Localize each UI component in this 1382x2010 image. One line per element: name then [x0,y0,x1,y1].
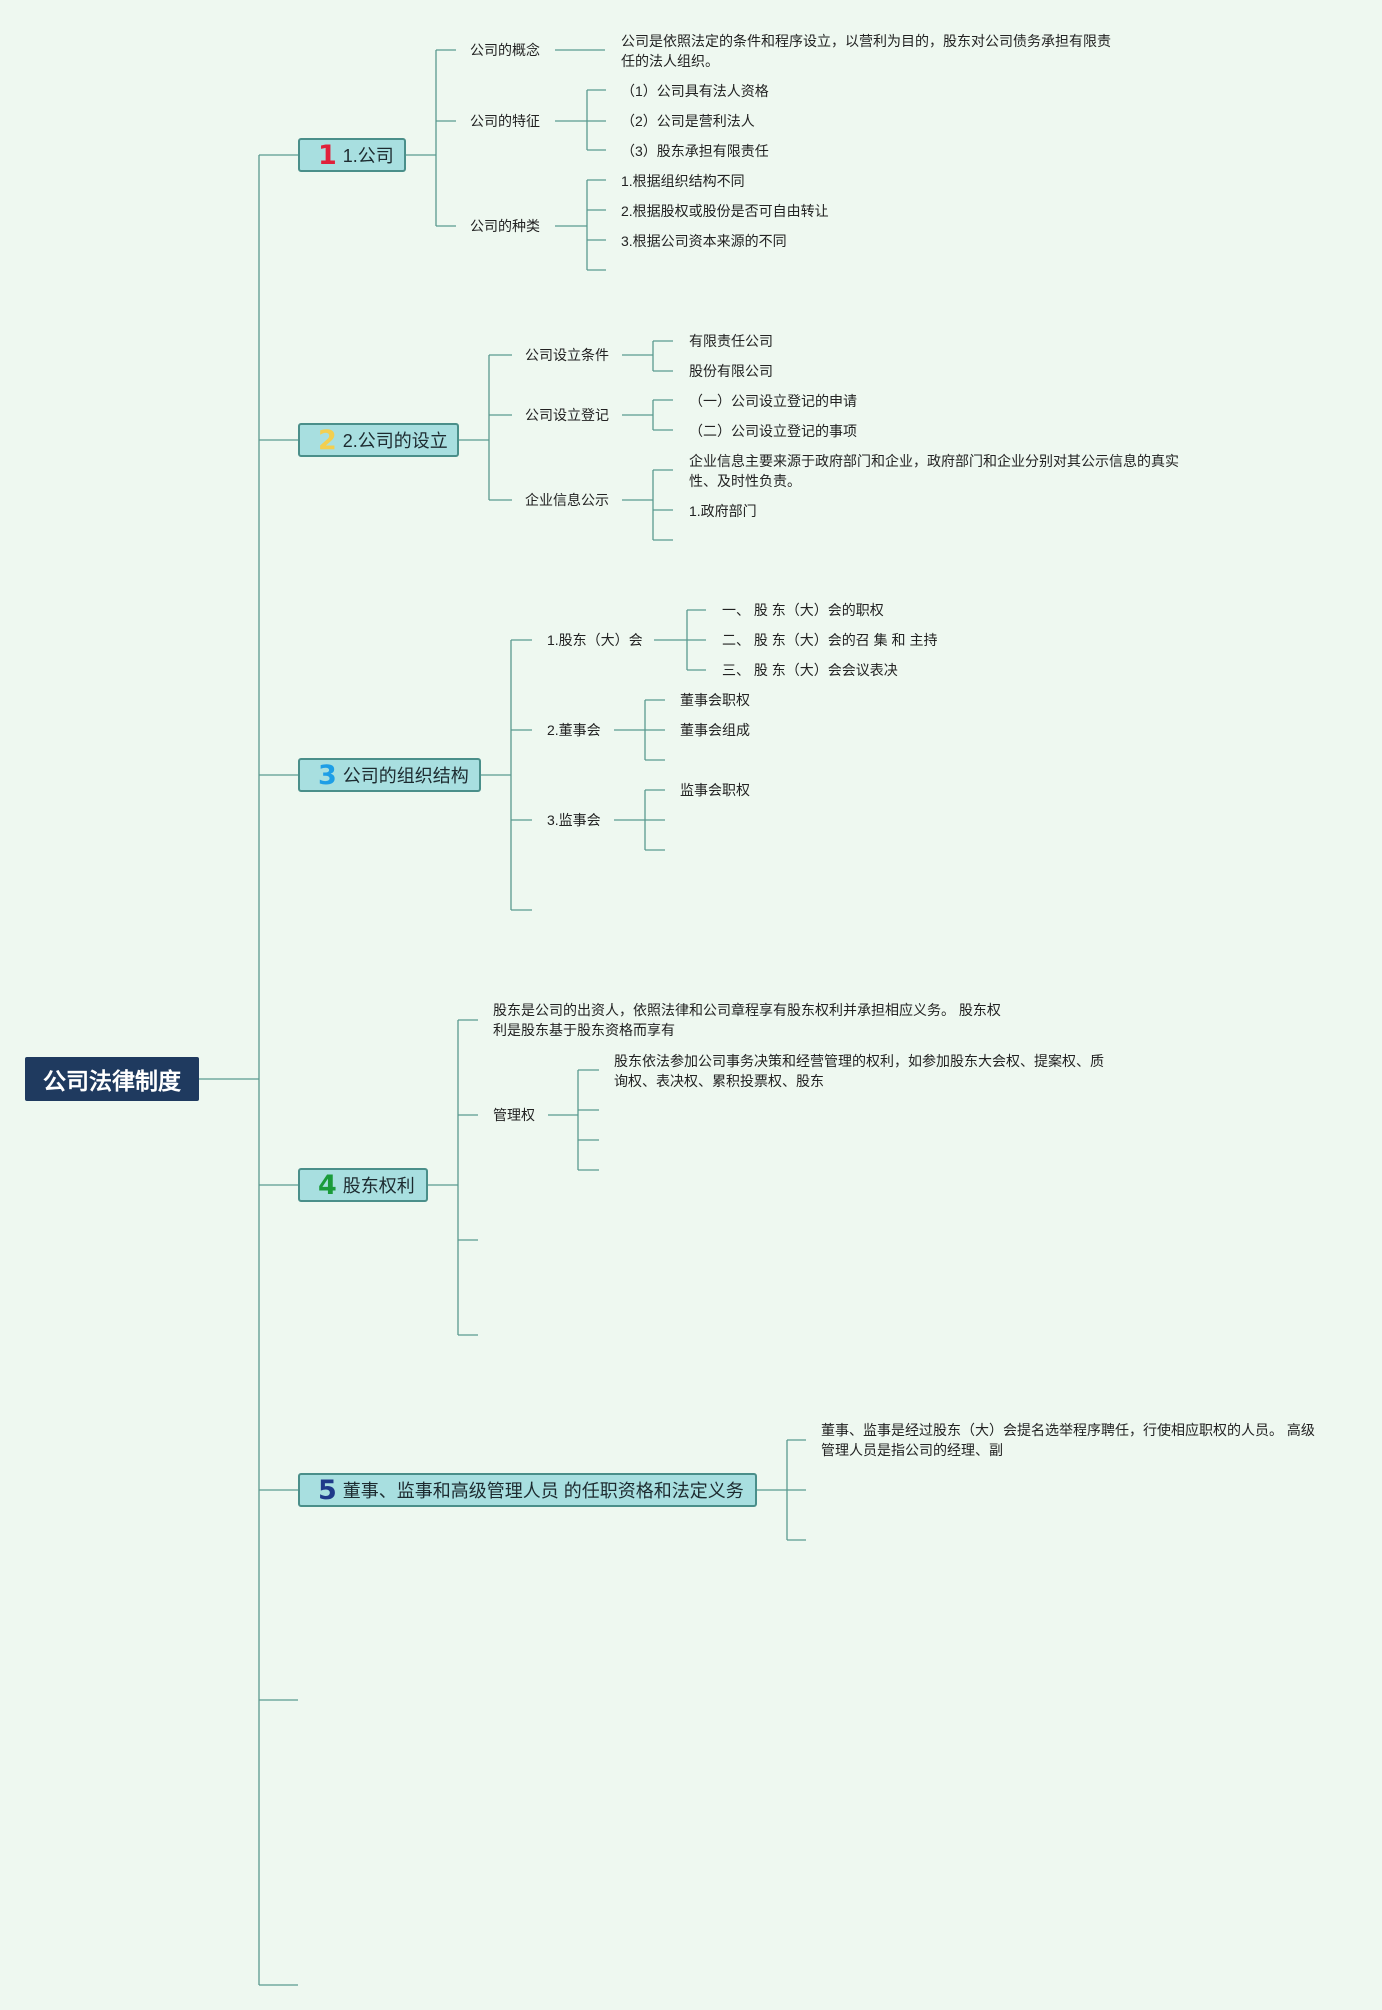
node-supervisors-powers[interactable]: 监事会职权 [680,782,750,798]
node-government-dept[interactable]: 1.政府部门 [689,503,757,519]
section-label-3: 公司的组织结构 [342,766,469,786]
node-joint-stock[interactable]: 股份有限公司 [689,363,773,379]
node-management-rights[interactable]: 管理权 [493,1107,535,1123]
node-supervisors[interactable]: 3.监事会 [547,812,601,828]
node-company-features[interactable]: 公司的特征 [470,113,540,129]
section-node-2[interactable]: 2 2.公司的设立 [298,423,459,457]
node-establish-registration[interactable]: 公司设立登记 [525,407,609,423]
section-label-2: 2.公司的设立 [342,431,448,451]
section-node-4[interactable]: 4 股东权利 [298,1168,428,1202]
node-meeting-convening[interactable]: 二、 股 东（大）会的召 集 和 主持 [722,632,938,648]
node-officers-definition[interactable]: 董事、监事是经过股东（大）会提名选举程序聘任，行使相应职权的人员。 高级管理人员… [821,1422,1315,1458]
node-type-2[interactable]: 2.根据股权或股份是否可自由转让 [621,203,829,219]
node-llc[interactable]: 有限责任公司 [689,333,773,349]
node-feature-2[interactable]: （2）公司是营利法人 [621,113,755,129]
section-node-3[interactable]: 3 公司的组织结构 [298,758,481,792]
node-board-composition[interactable]: 董事会组成 [680,722,750,738]
section-label-5: 董事、监事和高级管理人员 的任职资格和法定义务 [342,1481,744,1501]
node-feature-1[interactable]: （1）公司具有法人资格 [621,83,769,99]
section-number-2: 2 [318,424,337,456]
root-label: 公司法律制度 [43,1068,181,1094]
section-number-4: 4 [318,1169,337,1201]
node-feature-3[interactable]: （3）股东承担有限责任 [621,143,769,159]
node-company-concept[interactable]: 公司的概念 [470,42,540,58]
node-board-powers[interactable]: 董事会职权 [680,692,750,708]
node-shareholder-definition[interactable]: 股东是公司的出资人，依照法律和公司章程享有股东权利并承担相应义务。 股东权利是股… [493,1002,1001,1038]
node-meeting-powers[interactable]: 一、 股 东（大）会的职权 [722,602,884,618]
node-shareholders-meeting[interactable]: 1.股东（大）会 [547,632,643,648]
node-registration-items[interactable]: （二）公司设立登记的事项 [689,423,857,439]
node-company-concept-desc[interactable]: 公司是依照法定的条件和程序设立，以营利为目的，股东对公司债务承担有限责任的法人组… [621,33,1111,69]
section-number-1: 1 [318,139,337,171]
node-registration-application[interactable]: （一）公司设立登记的申请 [689,393,857,409]
section-label-1: 1.公司 [342,146,394,166]
root-node[interactable]: 公司法律制度 [25,1057,199,1101]
section-node-5[interactable]: 5 董事、监事和高级管理人员 的任职资格和法定义务 [298,1473,757,1507]
node-type-3[interactable]: 3.根据公司资本来源的不同 [621,233,787,249]
node-board[interactable]: 2.董事会 [547,722,601,738]
section-node-1[interactable]: 1 1.公司 [298,138,406,172]
section-number-5: 5 [318,1474,337,1506]
section-number-3: 3 [318,759,337,791]
node-info-source[interactable]: 企业信息主要来源于政府部门和企业，政府部门和企业分别对其公示信息的真实性、及时性… [689,453,1179,489]
node-establish-conditions[interactable]: 公司设立条件 [525,347,609,363]
node-meeting-voting[interactable]: 三、 股 东（大）会会议表决 [722,662,898,678]
node-type-1[interactable]: 1.根据组织结构不同 [621,173,745,189]
node-management-rights-desc[interactable]: 股东依法参加公司事务决策和经营管理的权利，如参加股东大会权、提案权、质询权、表决… [614,1053,1104,1089]
node-company-types[interactable]: 公司的种类 [470,218,540,234]
section-label-4: 股东权利 [342,1176,415,1196]
node-info-disclosure[interactable]: 企业信息公示 [525,492,609,508]
